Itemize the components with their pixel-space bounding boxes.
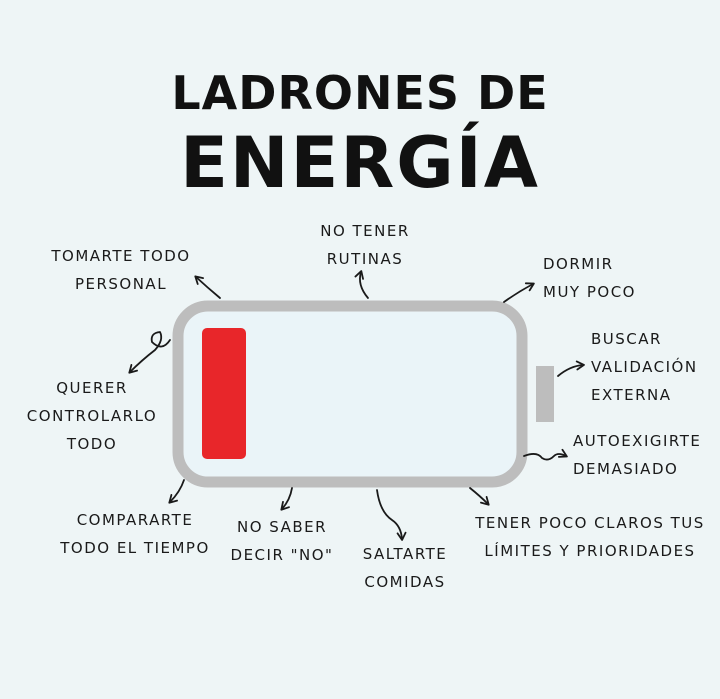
battery-shell (172, 300, 528, 488)
arrow-saltarte-comidas (376, 489, 407, 541)
label-autoexigirte: AUTOEXIGIRTE DEMASIADO (573, 432, 702, 478)
label-saltarte-comidas: SALTARTE COMIDAS (362, 545, 448, 591)
battery-terminal (536, 366, 554, 422)
arrow-tomarte-personal (194, 275, 221, 299)
label-buscar-validacion: BUSCAR VALIDACIÓN EXTERNA (591, 330, 698, 404)
label-dormir-poco: DORMIR MUY POCO (543, 255, 636, 301)
arrow-tener-poco-claros (469, 487, 490, 506)
label-compararte: COMPARARTE TODO EL TIEMPO (60, 511, 210, 557)
arrow-no-saber-decir-no (280, 487, 293, 511)
label-tener-poco-claros: TENER POCO CLAROS TUS LÍMITES Y PRIORIDA… (475, 514, 705, 560)
arrow-querer-controlar (128, 331, 171, 374)
arrow-autoexigirte (523, 448, 568, 461)
battery-charge-level (202, 328, 246, 459)
title-line-2: ENERGÍA (180, 122, 540, 204)
label-no-tener-rutinas: NO TENER RUTINAS (320, 222, 410, 268)
title-line-1: LADRONES DE (171, 66, 549, 120)
arrow-dormir-poco (503, 282, 535, 303)
arrow-buscar-validacion (557, 360, 585, 377)
arrow-no-tener-rutinas (354, 270, 369, 299)
label-no-saber-decir-no: NO SABER DECIR "NO" (230, 518, 334, 564)
arrow-compararte (168, 479, 185, 504)
label-tomarte-personal: TOMARTE TODO PERSONAL (51, 247, 191, 293)
label-querer-controlar: QUERER CONTROLARLO TODO (26, 379, 158, 453)
